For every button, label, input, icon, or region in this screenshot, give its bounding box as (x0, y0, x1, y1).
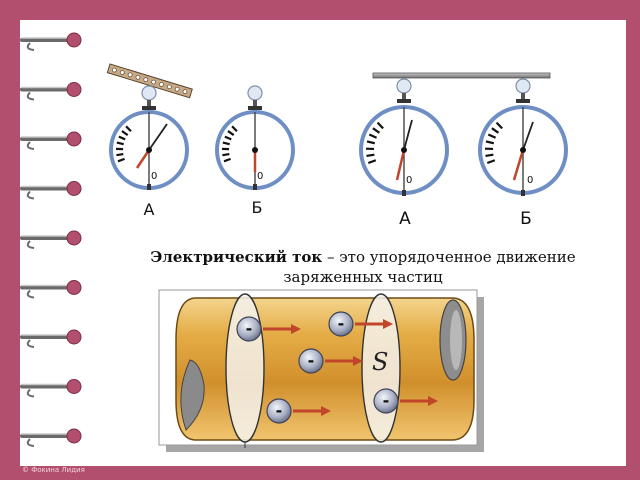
electroscope-left-a: 0 (109, 85, 189, 190)
definition-end: заряженных частиц (283, 268, 443, 286)
cross-section-label: S (372, 348, 388, 376)
left-b-zero-label: 0 (257, 171, 263, 182)
electroscope-right-a: 0 (359, 78, 449, 196)
spiral-ring (20, 181, 82, 200)
right-b-zero-label: 0 (527, 175, 533, 186)
tube-left-end (180, 359, 205, 431)
definition-caption: Электрический ток – это упорядоченное дв… (128, 247, 598, 287)
electron-icon: - (266, 398, 331, 424)
conductor-illustration: S - - - - - (158, 289, 484, 452)
spiral-ring (20, 329, 82, 348)
spiral-ring (20, 428, 82, 447)
spiral-ring (20, 82, 82, 101)
electron-icon: - (298, 348, 363, 374)
spiral-ring (20, 230, 82, 249)
spiral-binding-icon (20, 32, 82, 447)
connecting-rod (372, 72, 551, 79)
left-electroscope-pair: 0 0 А Б (106, 63, 295, 219)
copyright-note: © Фокина Лидия (22, 466, 85, 474)
electron-sign: - (308, 351, 315, 370)
spiral-ring (20, 280, 82, 299)
definition-term: Электрический ток (150, 248, 323, 266)
left-a-label: А (144, 200, 155, 219)
right-a-zero-label: 0 (406, 175, 412, 186)
definition-start: – это упорядоченное движение (322, 248, 576, 266)
charged-ruler (106, 63, 193, 99)
spiral-ring (20, 32, 82, 51)
electron-sign: - (276, 401, 283, 420)
electron-icon: - (236, 316, 301, 342)
left-b-label: Б (252, 198, 263, 217)
left-a-zero-label: 0 (151, 171, 157, 182)
cross-section-left (225, 293, 265, 443)
electroscope-right-b: 0 (478, 78, 568, 196)
conductor-tube (175, 297, 475, 441)
electron-sign: - (246, 319, 253, 338)
electron-icon: - (373, 388, 438, 414)
right-a-label: А (399, 209, 411, 229)
electron-icon: - (328, 311, 393, 337)
spiral-ring (20, 379, 82, 398)
electron-sign: - (338, 314, 345, 333)
right-electroscope-pair: 0 0 А Б (359, 72, 568, 229)
electron-sign: - (383, 391, 390, 410)
right-b-label: Б (520, 209, 532, 229)
spiral-ring (20, 131, 82, 150)
electroscope-left-b: 0 (215, 85, 295, 190)
